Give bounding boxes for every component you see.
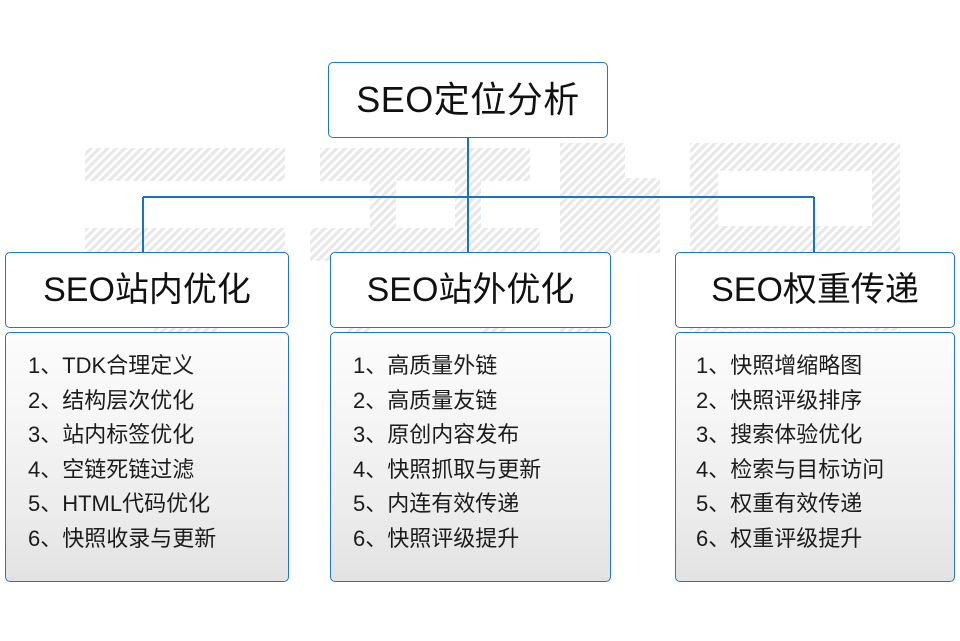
list-item: 2、结构层次优化 (28, 387, 195, 413)
list-item: 6、权重评级提升 (696, 525, 863, 551)
branch-column-seo-weight: SEO权重传递 1、快照增缩略图 2、快照评级排序 3、搜索体验优化 4、检索与… (675, 252, 955, 582)
branch-body-1: 1、TDK合理定义 2、结构层次优化 3、站内标签优化 4、空链死链过滤 5、H… (5, 332, 289, 582)
list-item: 3、原创内容发布 (353, 422, 520, 447)
branch-header-3[interactable]: SEO权重传递 (675, 252, 955, 328)
list-item: 4、空链死链过滤 (28, 456, 195, 482)
branch-body-2: 1、高质量外链 2、高质量友链 3、原创内容发布 4、快照抓取与更新 5、内连有… (330, 332, 611, 582)
branch-header-1[interactable]: SEO站内优化 (5, 252, 289, 328)
list-item: 6、快照收录与更新 (28, 525, 217, 551)
branch-body-3: 1、快照增缩略图 2、快照评级排序 3、搜索体验优化 4、检索与目标访问 5、权… (675, 332, 955, 582)
list-item: 5、HTML代码优化 (28, 491, 211, 516)
list-item: 3、站内标签优化 (28, 422, 195, 447)
branch-item-list-2: 1、高质量外链 2、高质量友链 3、原创内容发布 4、快照抓取与更新 5、内连有… (331, 349, 610, 556)
branch-header-2[interactable]: SEO站外优化 (330, 252, 611, 328)
root-node-label: SEO定位分析 (356, 79, 580, 120)
branch-column-seo-offsite: SEO站外优化 1、高质量外链 2、高质量友链 3、原创内容发布 4、快照抓取与… (330, 252, 611, 582)
list-item: 4、快照抓取与更新 (353, 456, 542, 482)
list-item: 5、内连有效传递 (353, 491, 520, 516)
list-item: 6、快照评级提升 (353, 525, 520, 551)
list-item: 1、高质量外链 (353, 353, 498, 378)
branch-column-seo-onsite: SEO站内优化 1、TDK合理定义 2、结构层次优化 3、站内标签优化 4、空链… (5, 252, 289, 582)
branch-header-label-3: SEO权重传递 (711, 271, 919, 309)
list-item: 1、快照增缩略图 (696, 353, 863, 378)
list-item: 3、搜索体验优化 (696, 422, 863, 447)
list-item: 5、权重有效传递 (696, 491, 863, 516)
branch-item-list-1: 1、TDK合理定义 2、结构层次优化 3、站内标签优化 4、空链死链过滤 5、H… (6, 349, 288, 556)
branch-header-label-2: SEO站外优化 (366, 271, 575, 309)
branch-item-list-3: 1、快照增缩略图 2、快照评级排序 3、搜索体验优化 4、检索与目标访问 5、权… (676, 349, 954, 556)
list-item: 2、快照评级排序 (696, 387, 863, 413)
branch-header-label-1: SEO站内优化 (43, 271, 251, 309)
list-item: 1、TDK合理定义 (28, 353, 195, 378)
list-item: 2、高质量友链 (353, 387, 498, 413)
list-item: 4、检索与目标访问 (696, 456, 885, 482)
root-node[interactable]: SEO定位分析 (328, 62, 608, 138)
